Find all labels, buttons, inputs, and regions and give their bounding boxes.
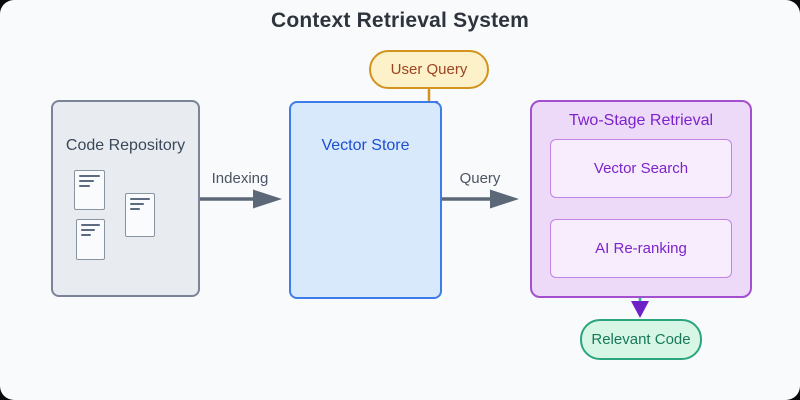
- node-vector-store: Vector Store: [289, 101, 442, 299]
- document-icon: [76, 219, 105, 260]
- node-relevant-code: Relevant Code: [580, 319, 702, 360]
- node-vector-search: Vector Search: [550, 139, 732, 198]
- code-repository-label: Code Repository: [65, 137, 186, 154]
- edge-query: [442, 189, 519, 209]
- diagram-title: Context Retrieval System: [270, 9, 530, 32]
- node-two-stage-retrieval: Two-Stage Retrieval Vector Search AI Re-…: [530, 100, 752, 298]
- node-ai-reranking: AI Re-ranking: [550, 219, 732, 278]
- relevant-code-label: Relevant Code: [591, 331, 691, 348]
- edge-label-indexing: Indexing: [211, 170, 269, 187]
- edge-label-query: Query: [459, 170, 501, 187]
- user-query-label: User Query: [390, 61, 468, 78]
- document-icon: [125, 193, 155, 237]
- vector-store-label: Vector Store: [321, 137, 410, 154]
- ai-reranking-label: AI Re-ranking: [595, 240, 687, 257]
- node-user-query: User Query: [369, 50, 489, 89]
- two-stage-retrieval-label: Two-Stage Retrieval: [568, 112, 714, 129]
- document-icon: [74, 170, 105, 210]
- edge-indexing: [200, 189, 282, 209]
- vector-search-label: Vector Search: [593, 160, 689, 177]
